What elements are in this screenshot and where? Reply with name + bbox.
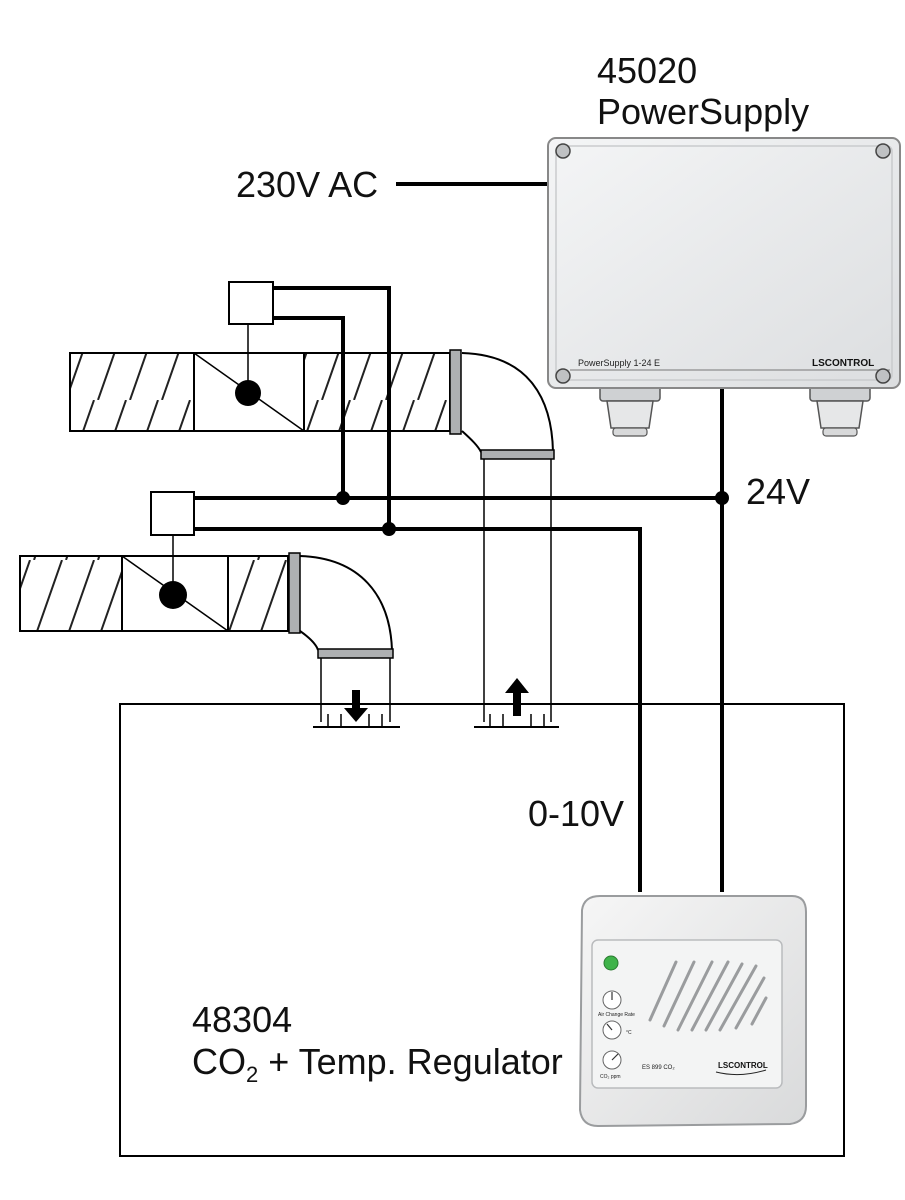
exhaust-grille <box>474 678 559 728</box>
dial-co2-icon: CO₂ ppm <box>600 1050 622 1080</box>
lower-duct <box>19 552 394 722</box>
power-supply-name: PowerSupply <box>597 91 810 132</box>
dial-label-temperature: °C <box>626 1030 632 1036</box>
wiring <box>194 182 724 892</box>
regulator-device-label: ES 899 CO₂ <box>642 1065 675 1071</box>
dial-label-air-change: Air Change Rate <box>598 1012 635 1018</box>
regulator-part-number: 48304 <box>192 999 293 1040</box>
lower-damper-icon <box>159 581 187 609</box>
upper-duct <box>69 349 555 722</box>
lower-actuator <box>150 491 195 582</box>
supply-voltage-label: 24V <box>746 471 811 512</box>
power-supply-front-label: PowerSupply 1-24 E <box>578 358 660 368</box>
power-supply-part-number: 45020 <box>597 50 698 91</box>
supply-grille <box>313 690 400 728</box>
regulator-device: Air Change Rate °C CO₂ ppm ES 899 CO₂ LS… <box>578 895 807 1128</box>
regulator-name-subscript: 2 <box>246 1062 259 1087</box>
regulator-brand-label: LSCONTROL <box>718 1061 768 1070</box>
regulator-name: CO2 + Temp. Regulator <box>192 1041 563 1088</box>
status-led-icon <box>603 955 619 971</box>
power-supply-device: PowerSupply 1-24 E LSCONTROL <box>547 137 901 437</box>
down-arrow-icon <box>344 690 368 722</box>
dial-temperature-icon: °C <box>602 1020 632 1040</box>
mains-voltage-label: 230V AC <box>236 164 379 205</box>
up-arrow-icon <box>505 678 529 716</box>
dial-label-co2: CO₂ ppm <box>600 1074 621 1080</box>
upper-actuator <box>228 281 274 381</box>
upper-damper-icon <box>235 380 261 406</box>
signal-voltage-label: 0-10V <box>528 793 625 834</box>
wire-junctions <box>336 491 729 536</box>
screw-icons <box>555 143 891 384</box>
cable-gland-right <box>809 384 871 437</box>
power-supply-brand-label: LSCONTROL <box>812 358 874 369</box>
cable-gland-left <box>599 384 661 437</box>
speaker-grille-icon <box>648 960 768 1032</box>
regulator-name-prefix: CO <box>192 1041 246 1082</box>
regulator-name-suffix: + Temp. Regulator <box>258 1041 563 1082</box>
dial-air-change-rate-icon: Air Change Rate <box>598 990 635 1018</box>
room-outline <box>119 703 845 1157</box>
